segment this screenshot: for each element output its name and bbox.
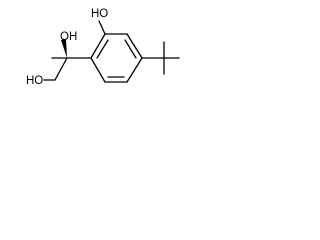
phenol-oh-label: HO xyxy=(91,8,108,20)
chemical-structure-diagram: HO OH HO xyxy=(26,8,180,87)
side-chain xyxy=(43,39,92,81)
ring-double-bond-c2-c3 xyxy=(124,39,137,59)
tertiary-oh-label: OH xyxy=(60,31,77,43)
primary-oh-label: HO xyxy=(26,75,43,87)
ring-bond-c5-c6 xyxy=(90,57,106,83)
ring-double-bond-c6-c1 xyxy=(96,39,109,59)
ring-bond-c6-c1 xyxy=(90,33,106,59)
ring-bond-c2-c3 xyxy=(126,33,143,59)
bond-chiral-ch2 xyxy=(54,57,68,81)
benzene-ring xyxy=(90,33,143,83)
stereo-wedge-bond xyxy=(61,39,67,58)
ring-bond-c3-c4 xyxy=(126,57,143,83)
tert-butyl-group xyxy=(141,41,180,75)
bond-c1-phenol-o xyxy=(98,20,106,35)
